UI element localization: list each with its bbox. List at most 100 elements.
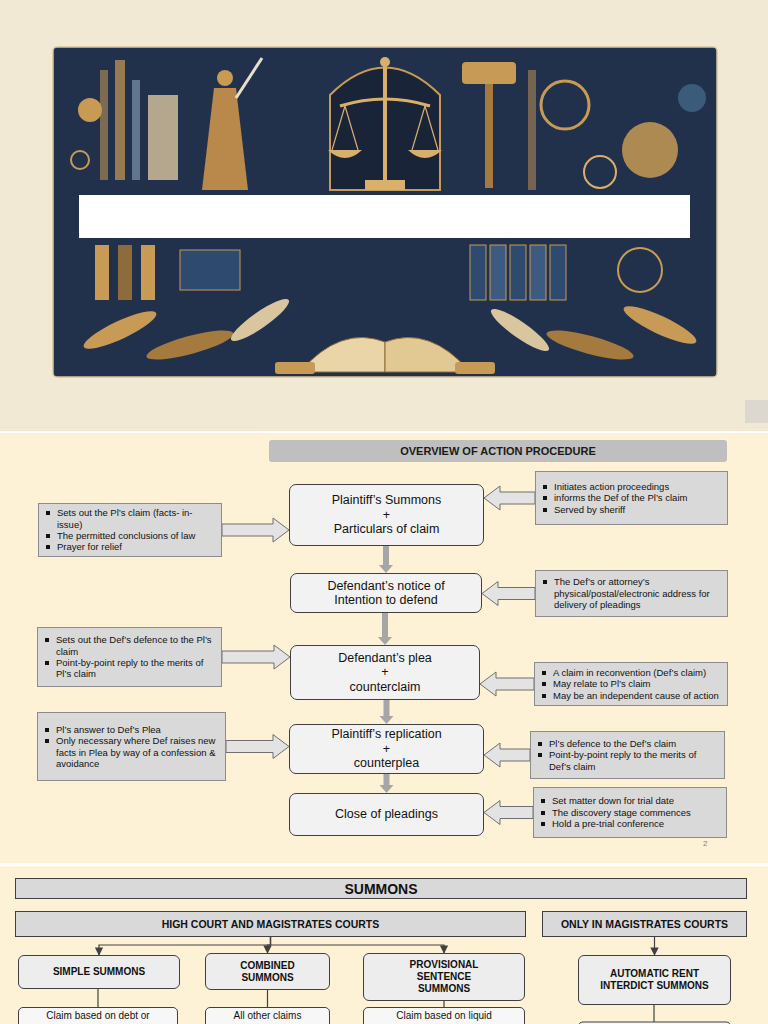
column-shape <box>100 70 108 180</box>
leaf-shape <box>80 305 160 355</box>
block-arrow <box>226 735 289 759</box>
slide-background <box>0 0 768 431</box>
callout-box: Sets out the Pl’s claim (facts- in-issue… <box>38 503 222 557</box>
gavel-symbol <box>462 62 516 84</box>
column-shape <box>132 80 140 180</box>
node-text: Set matter down for trial date <box>540 795 722 806</box>
statue-head <box>217 70 233 86</box>
gavel-symbol <box>485 84 493 188</box>
book-spine <box>550 245 566 300</box>
category-bar: HIGH COURT AND MAGISTRATES COURTS <box>15 911 526 937</box>
block-arrow <box>480 672 534 696</box>
globe-symbol <box>618 248 662 292</box>
callout-box: Pl’s defence to the Def’s claimPoint-by-… <box>530 731 725 779</box>
leaf-shape <box>620 300 700 350</box>
callout-box: A claim in reconvention (Def’s claim) May… <box>534 662 728 706</box>
node-text: ONLY IN MAGISTRATES COURTS <box>561 918 728 930</box>
node-text: Pl’s defence to the Def’s claim <box>537 738 720 749</box>
callout-box: The Def’s or attorney’s physical/postal/… <box>535 570 728 617</box>
clock-symbol <box>541 81 589 129</box>
scales-symbol <box>380 57 390 67</box>
page-number: 2 <box>703 839 707 848</box>
node-text: A claim in reconvention (Def’s claim) <box>541 667 723 678</box>
node-text: Claim based on liquid <box>396 1010 492 1022</box>
scales-symbol <box>365 180 405 190</box>
process-box: Close of pleadings <box>289 793 484 836</box>
block-arrow <box>222 518 289 542</box>
node-text: + <box>381 665 388 679</box>
node-text: Sets out the Def’s defence to the Pl’s c… <box>44 634 217 657</box>
gavel-symbol <box>275 362 315 374</box>
process-box: Plaintiff’s Summons+Particulars of claim <box>289 484 484 546</box>
column-shape <box>118 245 132 300</box>
corner-tab <box>745 400 768 423</box>
connector-line <box>267 990 268 1007</box>
process-box: Defendant’s plea+counterclaim <box>290 645 480 700</box>
node-text: Plaintiff’s replication <box>331 727 441 741</box>
node-text: Point-by-point reply to the merits of Pl… <box>44 657 217 680</box>
block-arrow <box>482 582 535 606</box>
block-arrow <box>484 801 533 825</box>
connector-line <box>271 937 445 953</box>
column-shape <box>115 60 125 180</box>
node-text: The discovery stage commences <box>540 807 722 818</box>
scales-symbol <box>340 99 430 106</box>
node-text: Hold a pre-trial conference <box>540 818 722 829</box>
flow-arrow <box>380 700 394 724</box>
block-arrow <box>484 486 535 510</box>
coin-symbol <box>584 156 616 188</box>
connector-line <box>653 1005 654 1022</box>
process-box: Defendant’s notice of Intention to defen… <box>290 573 482 613</box>
summons-box: COMBINED SUMMONS <box>205 953 330 990</box>
column-shape <box>528 70 536 190</box>
book-spine <box>510 245 526 300</box>
description-box: Claim based on liquid <box>363 1007 525 1024</box>
node-text: All other claims <box>234 1010 302 1022</box>
leaf-shape <box>544 325 636 366</box>
node-text: Defendant’s notice of Intention to defen… <box>316 579 456 608</box>
node-text: Prayer for relief <box>45 541 217 552</box>
node-text: OVERVIEW OF ACTION PROCEDURE <box>400 445 596 457</box>
callout-box: Set matter down for trial dateThe discov… <box>533 787 727 838</box>
book-stack <box>148 95 178 180</box>
coin-symbol <box>78 98 102 122</box>
description-box <box>578 1022 731 1024</box>
sword-symbol <box>236 58 262 98</box>
node-text: May be an independent cause of action <box>541 690 723 701</box>
flow-arrow <box>378 613 392 645</box>
summons-box: AUTOMATIC RENT INTERDICT SUMMONS <box>578 955 731 1005</box>
node-text: Point-by-point reply to the merits of De… <box>537 749 720 772</box>
slide-background <box>0 866 768 1024</box>
node-text: Served by sheriff <box>542 504 723 515</box>
node-text: + <box>383 742 390 756</box>
scales-symbol <box>328 150 362 158</box>
leaf-shape <box>227 293 294 346</box>
node-text: SIMPLE SUMMONS <box>53 966 145 978</box>
title-placeholder <box>79 195 690 238</box>
node-text: Sets out the Pl’s claim (facts- in-issue… <box>45 507 217 530</box>
description-box: Claim based on debt or <box>18 1007 178 1024</box>
globe-symbol <box>622 122 678 178</box>
section-heading: SUMMONS <box>15 878 747 899</box>
callout-box: Initiates action proceedingsinforms the … <box>535 471 728 525</box>
scales-symbol <box>383 66 387 182</box>
coin-symbol <box>678 84 706 112</box>
description-box: All other claims <box>205 1007 330 1024</box>
node-text: Claim based on debt or <box>46 1010 149 1022</box>
statue-body <box>202 88 248 190</box>
flow-arrow <box>380 774 394 793</box>
node-text: COMBINED SUMMONS <box>231 960 304 984</box>
block-arrow <box>222 645 290 669</box>
flow-arrow <box>379 546 393 573</box>
column-shape <box>95 245 109 300</box>
coin-symbol <box>71 151 89 169</box>
node-text: Plaintiff’s Summons <box>332 493 442 507</box>
node-text: Particulars of claim <box>334 522 440 536</box>
node-text: Defendant’s plea <box>338 651 432 665</box>
book-spine <box>490 245 506 300</box>
illustration-frame <box>53 47 717 377</box>
connector-line <box>654 937 655 955</box>
column-shape <box>141 245 155 300</box>
summons-box: SIMPLE SUMMONS <box>18 955 180 989</box>
node-text: informs the Def of the Pl’s claim <box>542 492 723 503</box>
